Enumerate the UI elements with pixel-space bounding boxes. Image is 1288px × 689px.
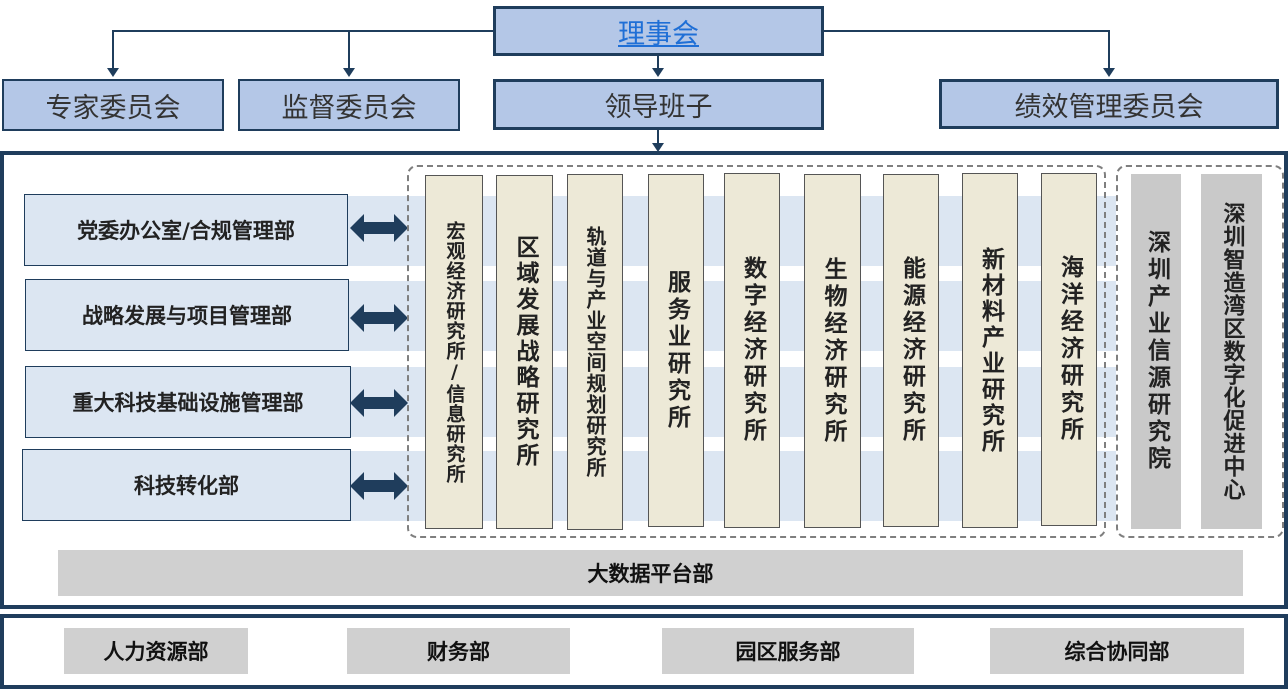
support-department-box: 综合协同部 (990, 628, 1244, 674)
institute-column: 生物经济研究所 (804, 174, 861, 528)
department-label: 科技转化部 (134, 474, 239, 498)
institute-column: 轨道与产业空间规划研究所 (567, 174, 623, 530)
institute-label: 区域发展战略研究所 (512, 235, 538, 469)
double-arrow-icon (350, 472, 408, 500)
performance-committee-box: 绩效管理委员会 (939, 79, 1279, 129)
double-arrow-icon (350, 214, 408, 242)
affiliate-column: 深圳智造湾区数字化促进中心 (1201, 174, 1262, 529)
supervision-committee-label: 监督委员会 (281, 92, 417, 124)
institute-column: 区域发展战略研究所 (496, 175, 553, 529)
connector-line (657, 129, 659, 144)
institute-column: 新材料产业研究所 (962, 173, 1018, 528)
institute-label: 生物经济研究所 (820, 256, 846, 446)
connector-line (823, 30, 1110, 32)
support-department-box: 财务部 (347, 628, 570, 674)
platform-bar: 大数据平台部 (58, 550, 1243, 596)
institute-label: 服务业研究所 (663, 269, 690, 432)
arrow-down-icon (343, 68, 355, 77)
expert-committee-box: 专家委员会 (2, 79, 224, 131)
double-arrow-icon (350, 304, 408, 332)
support-department-box: 人力资源部 (64, 628, 248, 674)
council-link[interactable]: 理事会 (618, 18, 699, 50)
department-label: 战略发展与项目管理部 (82, 304, 292, 328)
institute-label: 能源经济研究所 (898, 256, 925, 445)
institutes-group (407, 165, 1106, 538)
institute-column: 宏观经济研究所/信息研究所 (425, 175, 483, 529)
support-department-label: 财务部 (427, 640, 490, 664)
department-box: 战略发展与项目管理部 (25, 279, 349, 351)
connector-line (657, 55, 659, 70)
institute-label: 海洋经济研究所 (1056, 255, 1083, 444)
support-department-label: 人力资源部 (103, 640, 209, 664)
department-box: 重大科技基础设施管理部 (25, 366, 351, 438)
performance-committee-label: 绩效管理委员会 (1014, 91, 1204, 123)
connector-line (112, 30, 114, 70)
institute-column: 数字经济研究所 (724, 173, 780, 528)
arrow-down-icon (1103, 68, 1115, 77)
support-department-label: 综合协同部 (1064, 640, 1170, 664)
support-department-label: 园区服务部 (735, 640, 841, 664)
affiliate-column: 深圳产业信源研究院 (1131, 174, 1181, 529)
institute-column: 服务业研究所 (648, 174, 704, 527)
leadership-box: 领导班子 (493, 79, 824, 130)
institute-column: 能源经济研究所 (883, 174, 939, 527)
arrow-down-icon (107, 68, 119, 77)
institute-column: 海洋经济研究所 (1041, 173, 1097, 526)
platform-label: 大数据平台部 (587, 562, 714, 586)
leadership-label: 领导班子 (604, 92, 713, 123)
supervision-committee-box: 监督委员会 (238, 79, 460, 131)
arrow-down-icon (652, 68, 664, 77)
affiliates-group (1116, 165, 1284, 538)
affiliate-label: 深圳智造湾区数字化促进中心 (1219, 202, 1245, 501)
expert-committee-label: 专家委员会 (45, 92, 181, 124)
institute-label: 新材料产业研究所 (977, 246, 1004, 455)
institute-label: 数字经济研究所 (739, 256, 766, 445)
department-label: 党委办公室/合规管理部 (77, 219, 295, 243)
support-department-box: 园区服务部 (662, 628, 914, 674)
department-box: 科技转化部 (22, 449, 351, 521)
double-arrow-icon (350, 389, 408, 417)
affiliate-label: 深圳产业信源研究院 (1143, 230, 1170, 473)
connector-line (348, 30, 350, 70)
council-box[interactable]: 理事会 (493, 6, 824, 56)
department-label: 重大科技基础设施管理部 (72, 391, 304, 415)
connector-line (113, 30, 495, 32)
institute-label: 宏观经济研究所/信息研究所 (443, 220, 466, 484)
department-box: 党委办公室/合规管理部 (24, 194, 348, 266)
arrow-down-icon (652, 143, 664, 152)
connector-line (1108, 30, 1110, 70)
institute-label: 轨道与产业空间规划研究所 (583, 226, 607, 478)
